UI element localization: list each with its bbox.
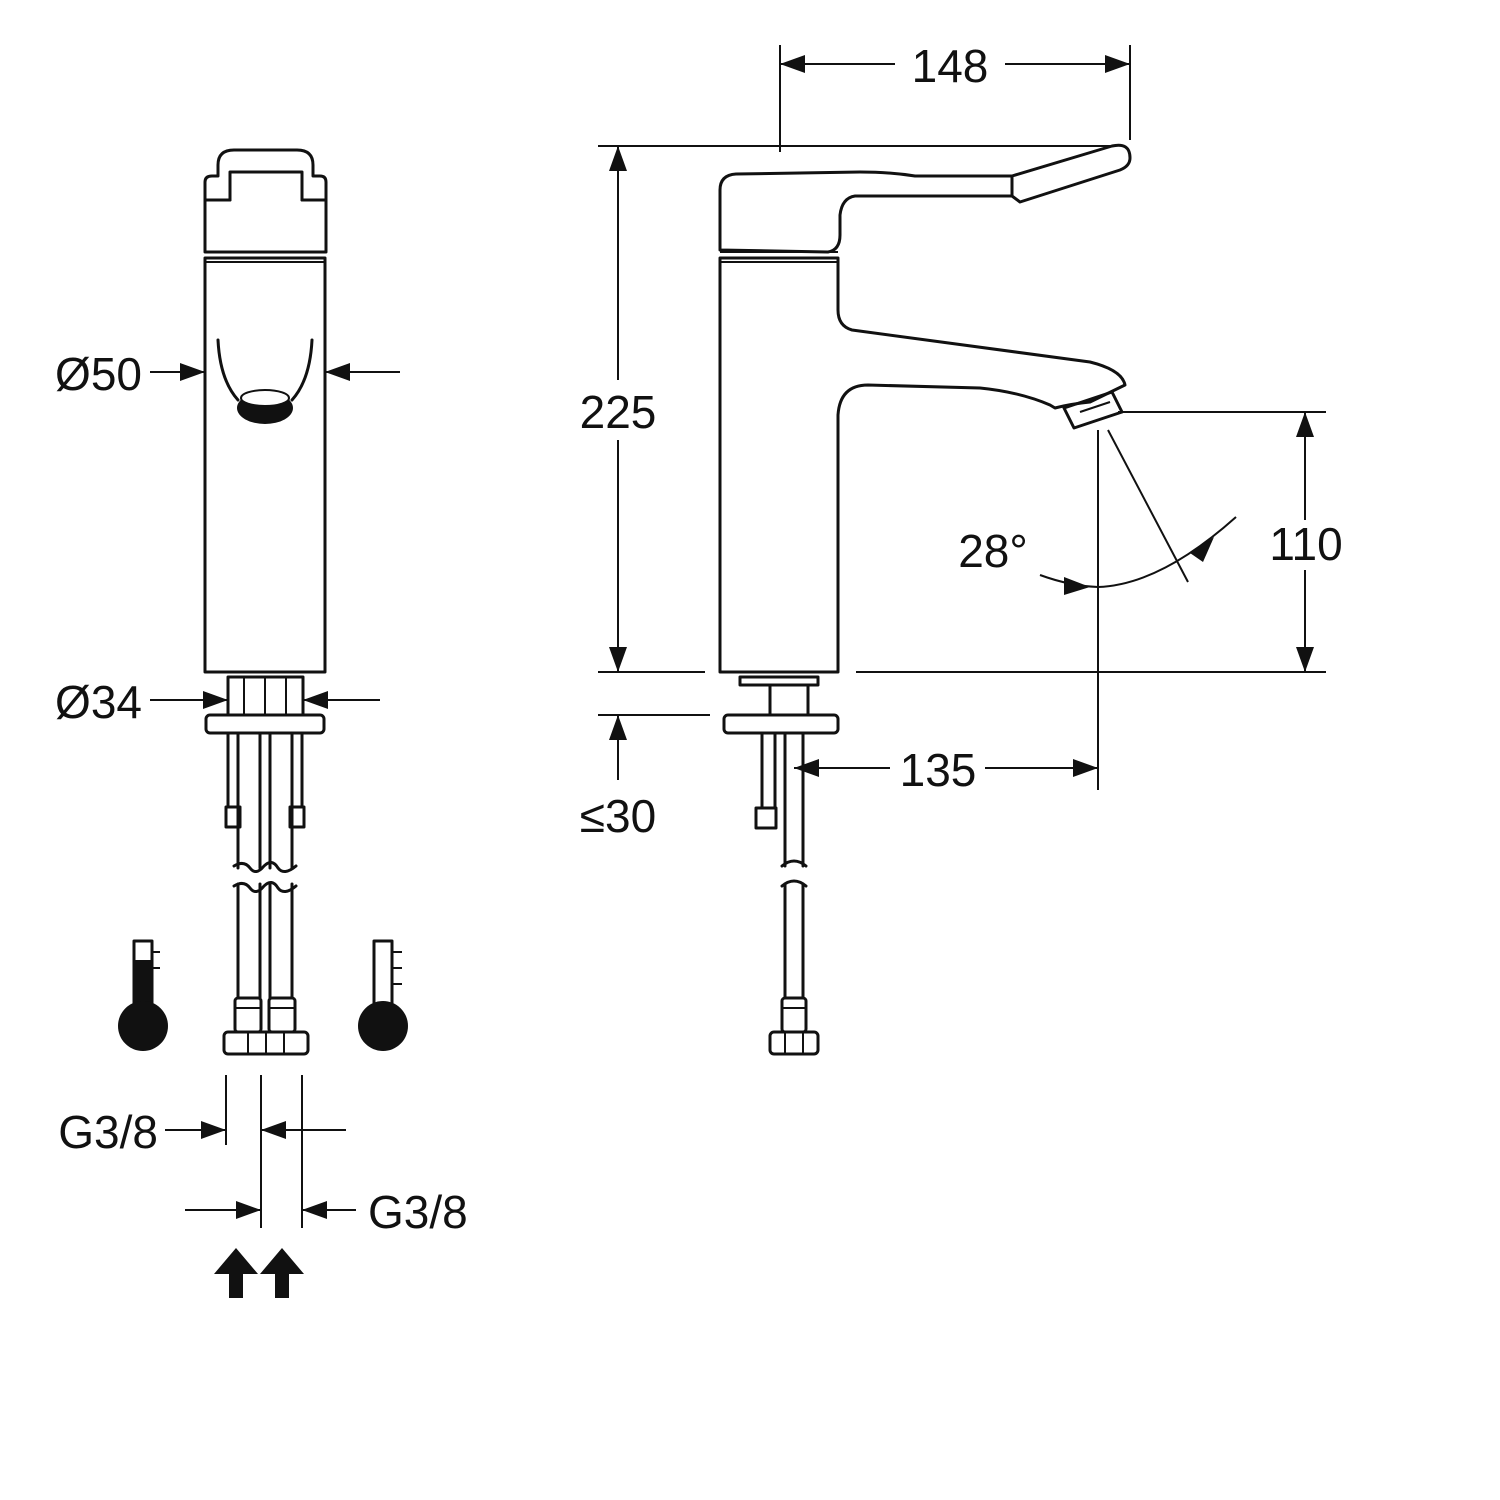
supply-arrow-icon: [214, 1248, 304, 1298]
front-view: Ø50 Ø34 G3/8 G3/8: [55, 148, 468, 1298]
front-hoses-lower: [236, 882, 294, 1000]
dim-spout-height: 110: [1269, 518, 1342, 570]
front-lever: [203, 148, 328, 254]
dim-spout-reach: 135: [900, 744, 977, 796]
front-mounting-plate: [204, 713, 326, 735]
side-hose: [783, 731, 805, 868]
dim-connection-right: G3/8: [368, 1186, 468, 1238]
front-body: [203, 256, 327, 674]
front-hoses-upper: [236, 731, 294, 870]
dim-connection-left: G3/8: [58, 1106, 158, 1158]
front-lever-grip: [228, 170, 304, 202]
side-lever: [718, 143, 1132, 254]
dim-deck-thickness: ≤30: [580, 790, 656, 842]
dim-shank-diameter: Ø34: [55, 676, 142, 728]
thermometer-hot-icon: [118, 939, 168, 1051]
side-aerator: [1062, 390, 1124, 430]
dim-body-diameter: Ø50: [55, 348, 142, 400]
side-connection-nut: [768, 1030, 820, 1056]
side-view: 148 225 ≤30 110 135 28°: [580, 40, 1343, 1056]
dim-top-width: 148: [912, 40, 989, 92]
dim-angle: 28°: [958, 525, 1028, 577]
side-mounting-plate: [722, 713, 840, 735]
thermometer-cold-icon: [358, 939, 408, 1051]
dim-height-total: 225: [580, 386, 657, 438]
side-body: [718, 256, 1127, 674]
front-spout-outline: [216, 338, 314, 402]
